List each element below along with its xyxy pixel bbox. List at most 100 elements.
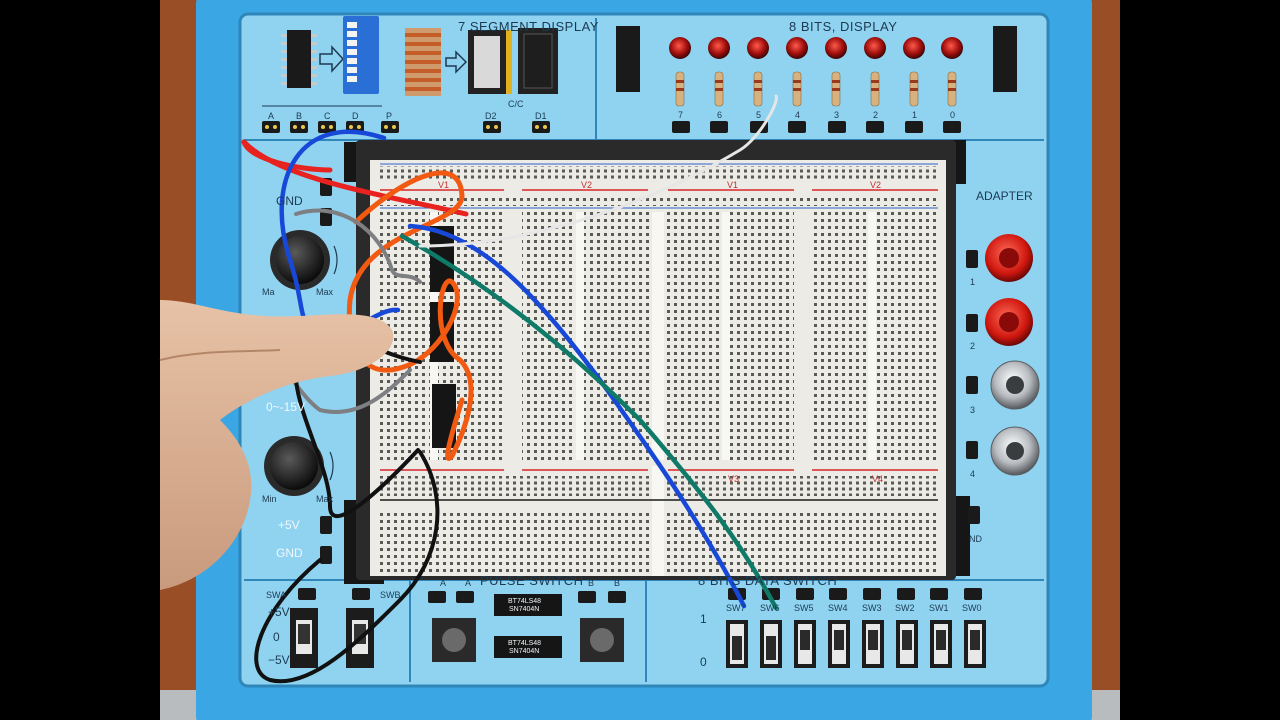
arc-indicator <box>333 245 338 275</box>
pulse-chip-top <box>494 594 562 616</box>
max-label-lower: Max <box>316 494 334 504</box>
pulse-b-bar-label: B <box>614 578 621 588</box>
chip-text-1: BT74LS48 <box>508 598 542 605</box>
dip-switch[interactable] <box>343 16 379 94</box>
d1-label: D1 <box>535 111 547 121</box>
chip-text-3: BT74LS48 <box>508 640 542 647</box>
display-bit-0: 0 <box>950 110 956 120</box>
io-label-c: C <box>324 111 331 121</box>
rail-lines <box>380 163 938 501</box>
banana-jack-2[interactable] <box>985 298 1033 346</box>
pulse-button-a[interactable] <box>432 618 476 662</box>
io-label-p: P <box>386 111 393 121</box>
rail-label-v2-right: V2 <box>870 180 882 190</box>
d2-label: D2 <box>485 111 497 121</box>
wire-red <box>241 139 333 173</box>
adapter-port-2: 2 <box>970 341 976 351</box>
rail-label-v1-right: V1 <box>727 180 739 190</box>
potentiometer-knob-lower[interactable] <box>264 436 324 496</box>
sw0-label: SW0 <box>962 603 982 613</box>
decoder-chip <box>281 30 317 88</box>
arc-indicator <box>329 451 334 481</box>
rail-label-v3: V3 <box>728 474 740 484</box>
sw3-label: SW3 <box>862 603 882 613</box>
adapter-title: ADAPTER <box>976 189 1033 203</box>
banana-jack-1[interactable] <box>985 234 1033 282</box>
pulse-switch-title: PULSE SWITCH <box>480 573 584 588</box>
pulse-a-label: A <box>440 578 447 588</box>
led-row <box>669 37 963 59</box>
chip-text-2: SN7404N <box>509 606 540 613</box>
rail-label-v1-left: V1 <box>438 180 450 190</box>
bit-zero-label: 0 <box>700 655 707 669</box>
wire-gray <box>294 208 422 284</box>
display-bit-7: 7 <box>678 110 684 120</box>
minus5v-switch-label: −5V <box>268 653 290 667</box>
display-bit-3: 3 <box>834 110 840 120</box>
swa-switch[interactable] <box>290 608 318 668</box>
seven-segment-display-d2 <box>468 30 506 94</box>
io-jacks[interactable] <box>262 121 550 133</box>
display-bit-1: 1 <box>912 110 918 120</box>
wire-white <box>418 94 778 248</box>
plus5v-label: +5V <box>278 518 300 532</box>
rail-label-v4: V4 <box>872 474 884 484</box>
led-resistors <box>675 71 957 107</box>
eight-bits-display-title: 8 BITS, DISPLAY <box>789 19 898 34</box>
bnc-connector-3[interactable] <box>990 360 1040 410</box>
io-label-d: D <box>352 111 359 121</box>
gnd-label-lower: GND <box>276 546 303 560</box>
adapter-port-4: 4 <box>970 469 976 479</box>
divider <box>506 30 512 94</box>
display-bit-6: 6 <box>717 110 723 120</box>
adapter-terminals[interactable] <box>966 250 978 459</box>
gnd-label-upper: GND <box>276 194 303 208</box>
resistor-network <box>405 28 441 96</box>
wire-black <box>254 450 440 684</box>
data-switch-title: 8 BITS DATA SWITCH <box>698 573 838 588</box>
display-bit-5: 5 <box>756 110 762 120</box>
sw4-label: SW4 <box>828 603 848 613</box>
sw2-label: SW2 <box>895 603 915 613</box>
bit-one-label: 1 <box>700 612 707 626</box>
data-switches[interactable] <box>726 620 986 668</box>
arrow-icon <box>445 50 468 74</box>
ma-label: Ma <box>262 287 275 297</box>
gnd-terminal-right[interactable] <box>968 506 980 524</box>
potentiometer-knob-upper[interactable] <box>270 230 330 290</box>
switch-jacks[interactable] <box>298 588 626 603</box>
display-bit-2: 2 <box>873 110 879 120</box>
sw6-label: SW6 <box>760 603 780 613</box>
pulse-button-b[interactable] <box>580 618 624 662</box>
arrow-icon <box>319 45 345 73</box>
sw1-label: SW1 <box>929 603 949 613</box>
io-label-a: A <box>268 111 275 121</box>
hand <box>159 300 394 590</box>
zero-minus15v-label: 0~-15V <box>266 400 306 414</box>
adapter-port-1: 1 <box>970 277 976 287</box>
display-driver-chip-right <box>993 26 1017 92</box>
seven-segment-display-d1 <box>518 28 558 94</box>
plus5v-terminal[interactable] <box>320 516 332 534</box>
min-label-lower: Min <box>262 494 277 504</box>
chip-text-4: SN7404N <box>509 648 540 655</box>
pulse-a-bar-label: A <box>465 578 472 588</box>
zero-switch-label: 0 <box>273 630 280 644</box>
swa-label: SWA <box>266 590 287 600</box>
gnd-terminal[interactable] <box>320 546 332 564</box>
breadboard[interactable] <box>370 160 946 576</box>
wire-green <box>399 233 779 611</box>
nd-label: ND <box>969 534 982 544</box>
cc-label: C/C <box>508 99 524 109</box>
display-bit-4: 4 <box>795 110 801 120</box>
io-label-b: B <box>296 111 303 121</box>
swb-label: SWB <box>380 590 401 600</box>
display-driver-chip-left <box>616 26 640 92</box>
bnc-connector-4[interactable] <box>990 426 1040 476</box>
rail-label-v2-left: V2 <box>581 180 593 190</box>
sw7-label: SW7 <box>726 603 746 613</box>
adapter-port-3: 3 <box>970 405 976 415</box>
sw5-label: SW5 <box>794 603 814 613</box>
display-bit-jacks[interactable] <box>672 121 961 133</box>
